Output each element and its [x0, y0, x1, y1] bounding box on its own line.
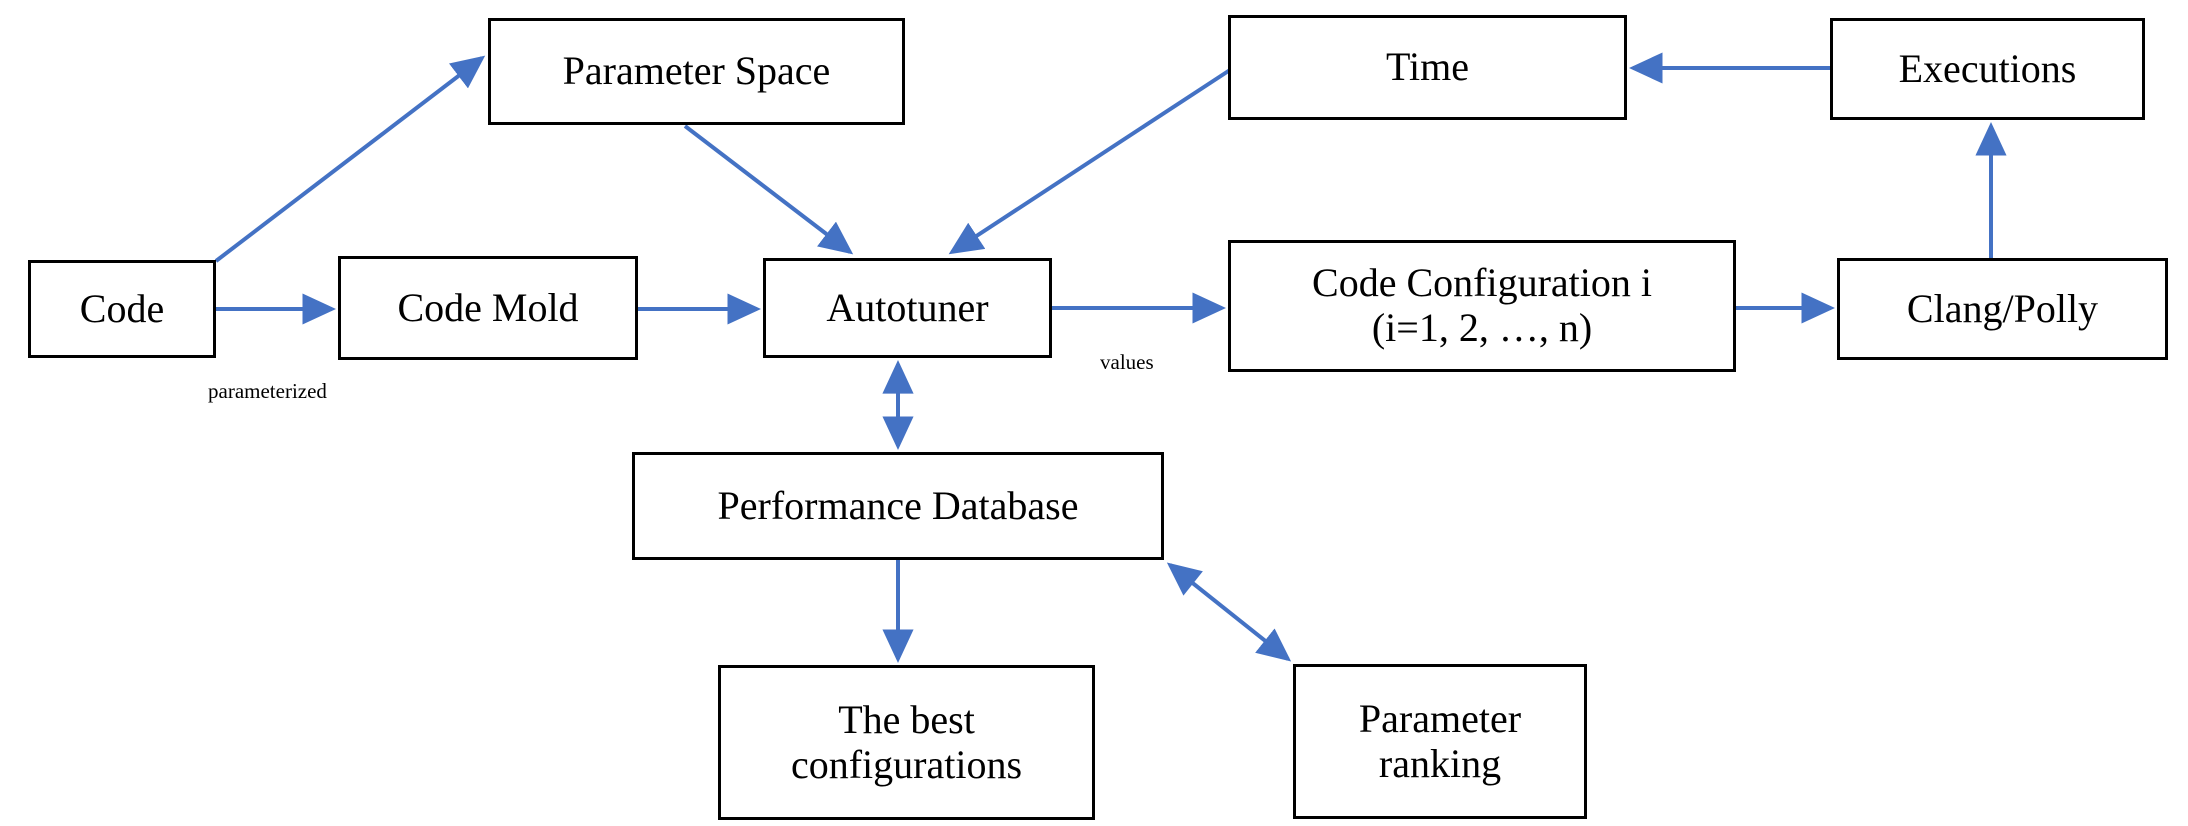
node-best-configurations-label: The best configurations — [790, 696, 1023, 787]
node-clang-polly[interactable]: Clang/Polly — [1837, 258, 2168, 360]
node-best-configurations[interactable]: The best configurations — [718, 665, 1095, 820]
edge-label-parameterized: parameterized — [208, 379, 327, 403]
node-parameter-ranking[interactable]: Parameter ranking — [1293, 664, 1587, 819]
node-clang-polly-label: Clang/Polly — [1906, 285, 2099, 331]
node-parameter-ranking-label: Parameter ranking — [1358, 695, 1522, 786]
node-code-mold[interactable]: Code Mold — [338, 256, 638, 360]
node-autotuner[interactable]: Autotuner — [763, 258, 1052, 358]
edge-performance-db-parameter-ranking — [1166, 562, 1292, 662]
edge-time-to-autotuner — [948, 66, 1235, 255]
node-performance-database[interactable]: Performance Database — [632, 452, 1164, 560]
node-executions-label: Executions — [1898, 45, 2077, 91]
node-performance-database-label: Performance Database — [717, 482, 1079, 528]
node-code[interactable]: Code — [28, 260, 216, 358]
node-parameter-space[interactable]: Parameter Space — [488, 18, 905, 125]
node-code-mold-label: Code Mold — [397, 284, 579, 330]
node-executions[interactable]: Executions — [1830, 18, 2145, 120]
edge-label-values: values — [1100, 350, 1154, 374]
edge-parameter-space-to-autotuner — [683, 124, 854, 255]
node-time[interactable]: Time — [1228, 15, 1627, 120]
edge-code-to-parameter-space — [214, 55, 486, 263]
node-time-label: Time — [1385, 44, 1469, 90]
node-code-configuration-label: Code Configuration i (i=1, 2, …, n) — [1312, 260, 1652, 350]
node-code-configuration[interactable]: Code Configuration i (i=1, 2, …, n) — [1228, 240, 1736, 372]
node-autotuner-label: Autotuner — [826, 284, 989, 330]
node-parameter-space-label: Parameter Space — [562, 48, 831, 94]
node-code-label: Code — [79, 285, 165, 331]
